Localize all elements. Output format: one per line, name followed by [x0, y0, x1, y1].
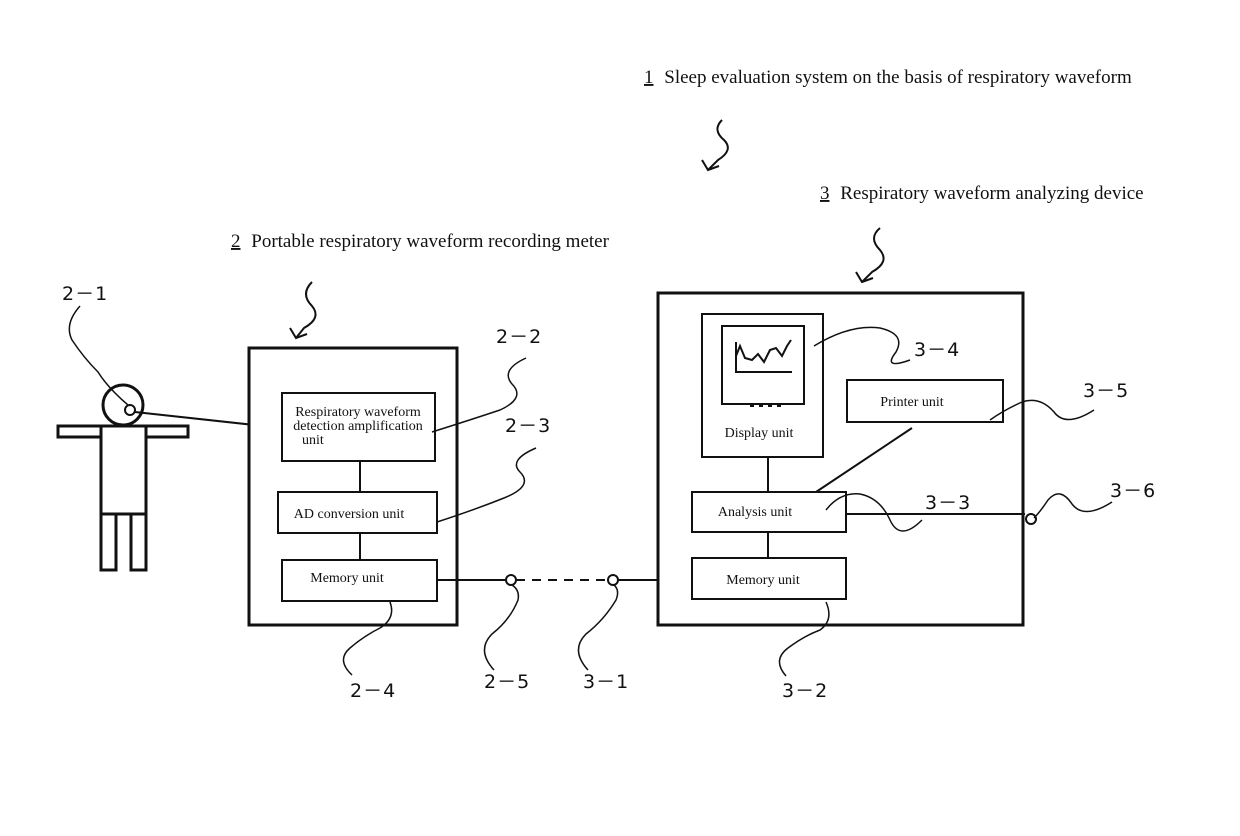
detection-unit-label-1: Respiratory waveform: [295, 405, 421, 420]
display-unit-label: Display unit: [725, 426, 794, 441]
analyzer-title-number: 3: [820, 183, 830, 204]
terminal-2-5-icon: [506, 575, 516, 585]
analyzer-memory-unit-label: Memory unit: [726, 573, 800, 588]
meter-leader-arrow: [290, 328, 307, 338]
display-screen: [722, 326, 804, 404]
ref-2-5: 2－5: [484, 671, 530, 693]
system-title-label: Sleep evaluation system on the basis of …: [664, 67, 1132, 88]
human-figure: [58, 385, 188, 570]
ref-3-5: 3－5: [1083, 380, 1129, 402]
terminal-3-6-icon: [1026, 514, 1036, 524]
ref-3-3: 3－3: [925, 492, 971, 514]
meter-memory-unit-label: Memory unit: [310, 571, 384, 586]
ref-3-1: 3－1: [583, 671, 629, 693]
ref-2-5-leader: [484, 585, 518, 670]
meter-title-label: Portable respiratory waveform recording …: [251, 231, 609, 252]
meter-leader-squiggle: [296, 282, 316, 338]
analyzer-title-label: Respiratory waveform analyzing device: [840, 183, 1143, 204]
meter-title-number: 2: [231, 231, 241, 252]
analyzer-title: 3 Respiratory waveform analyzing device: [820, 183, 1144, 204]
ref-3-4: 3－4: [914, 339, 960, 361]
meter-title: 2 Portable respiratory waveform recordin…: [231, 231, 610, 252]
system-leader-squiggle: [708, 120, 728, 170]
analysis-unit-label: Analysis unit: [718, 505, 792, 520]
sensor-icon: [125, 405, 135, 415]
analyzer-leader-squiggle: [862, 228, 884, 282]
printer-unit-label: Printer unit: [880, 395, 943, 410]
ref-2-3: 2－3: [505, 415, 551, 437]
ref-3-6-leader: [1034, 494, 1112, 518]
figure-torso: [101, 426, 146, 514]
ad-conversion-unit-label: AD conversion unit: [294, 507, 405, 522]
ref-3-1-leader: [578, 585, 617, 670]
figure-right-leg: [131, 514, 146, 570]
system-title: 1 Sleep evaluation system on the basis o…: [644, 67, 1132, 88]
ref-2-2: 2－2: [496, 326, 542, 348]
detection-unit-label-3: unit: [302, 433, 324, 448]
detection-unit-label-2: detection amplification: [293, 419, 422, 434]
ref-2-4: 2－4: [350, 680, 396, 702]
ref-3-6: 3－6: [1110, 480, 1156, 502]
terminal-3-1-icon: [608, 575, 618, 585]
system-title-number: 1: [644, 67, 654, 88]
ref-3-2: 3－2: [782, 680, 828, 702]
ref-2-1: 2－1: [62, 283, 108, 305]
figure-left-leg: [101, 514, 116, 570]
